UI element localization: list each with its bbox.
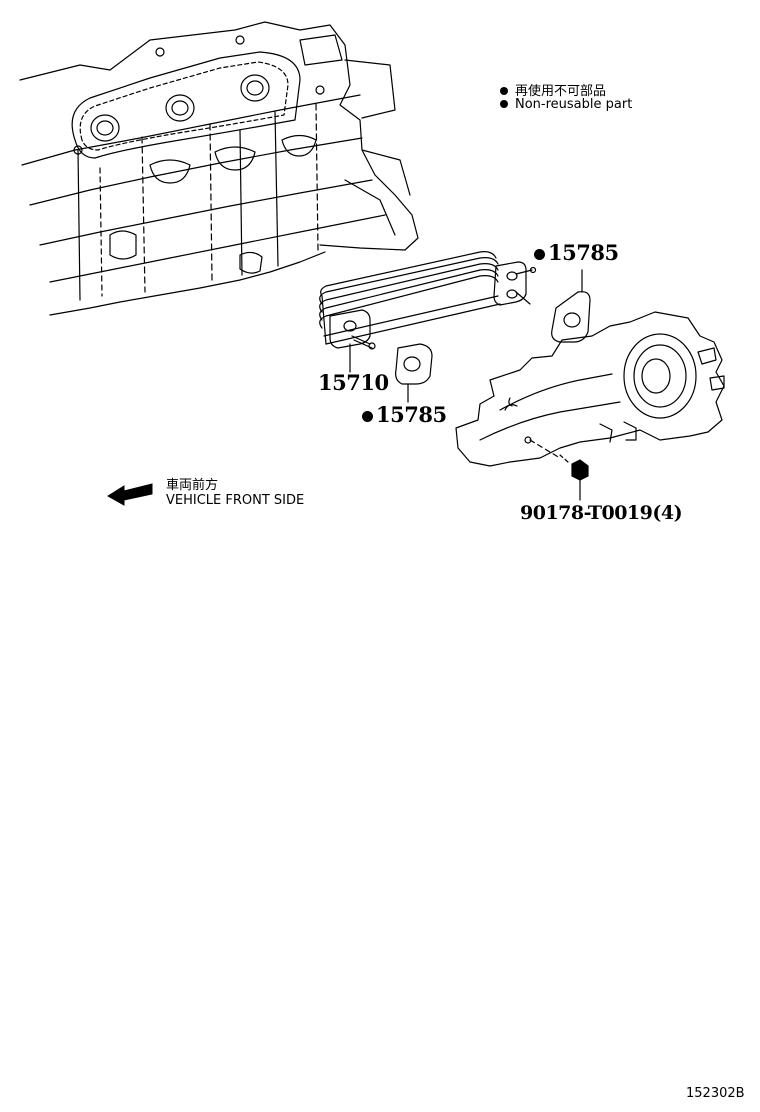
vehicle-front-arrow-icon (107, 483, 153, 506)
engine-block (19, 21, 419, 316)
legend-en-text: Non-reusable part (515, 97, 633, 112)
bolt (571, 459, 589, 501)
non-reusable-dot-icon (362, 411, 373, 422)
label-oil-cooler[interactable]: 15710 (318, 370, 389, 395)
legend-jp-text: 再使用不可部品 (515, 84, 607, 99)
label-gasket-upper[interactable]: 15785 (534, 240, 619, 265)
part-number: 15710 (318, 370, 389, 395)
direction-jp: 車両前方 (166, 478, 219, 493)
legend-en: Non-reusable part (500, 97, 632, 112)
non-reusable-dot-icon (534, 249, 545, 260)
gasket-upper (551, 269, 591, 343)
figure-id: 152302B (686, 1086, 745, 1101)
part-number: 15785 (548, 240, 619, 265)
direction-en: VEHICLE FRONT SIDE (166, 493, 305, 508)
gasket-lower (395, 343, 433, 403)
oil-cooler (319, 251, 537, 373)
legend-jp: 再使用不可部品 (500, 80, 606, 99)
label-bolt[interactable]: 90178-T0019(4) (520, 502, 683, 524)
part-number: 90178-T0019(4) (520, 502, 683, 524)
part-number: 15785 (376, 402, 447, 427)
oil-cooler-cover (455, 311, 725, 467)
legend-bullet-icon (500, 86, 508, 95)
label-gasket-lower[interactable]: 15785 (362, 402, 447, 427)
legend-bullet-icon (500, 99, 508, 108)
